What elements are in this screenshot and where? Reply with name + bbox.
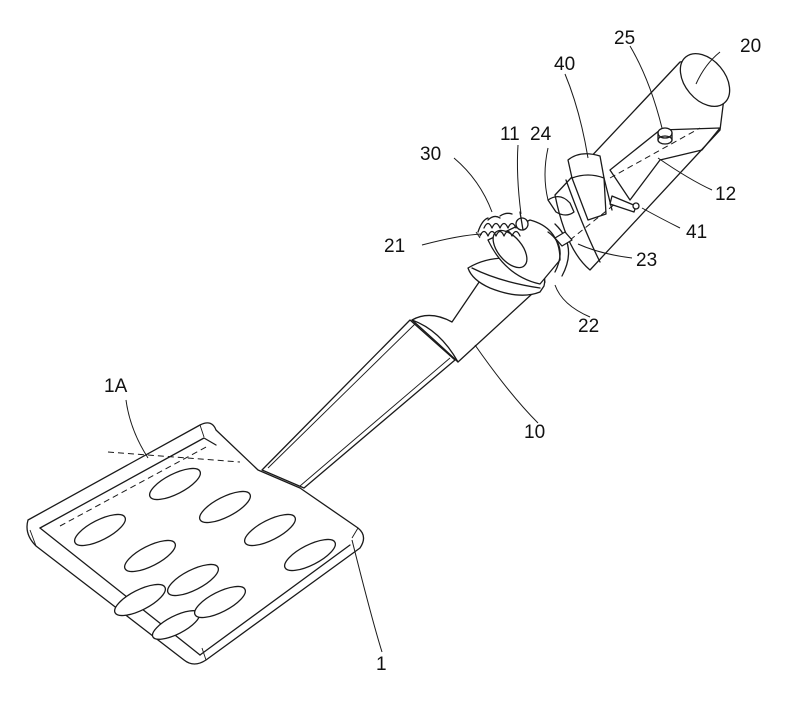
label-22: 22 bbox=[578, 316, 599, 337]
blade-holes bbox=[73, 467, 337, 640]
pin bbox=[515, 211, 529, 231]
reference-labels: 1 1A 10 11 12 20 21 22 23 24 25 30 40 41 bbox=[104, 28, 761, 675]
label-40: 40 bbox=[554, 54, 575, 75]
leader-lines bbox=[125, 45, 721, 653]
outer-tube bbox=[547, 53, 731, 271]
label-41: 41 bbox=[686, 222, 707, 243]
label-11: 11 bbox=[500, 124, 520, 145]
label-23: 23 bbox=[636, 250, 657, 271]
label-30: 30 bbox=[420, 144, 441, 165]
clip-band bbox=[567, 153, 640, 221]
spatula-blade bbox=[26, 422, 365, 665]
label-25: 25 bbox=[614, 28, 635, 49]
label-1a: 1A bbox=[104, 376, 128, 397]
label-12: 12 bbox=[715, 184, 736, 205]
spatula-neck bbox=[261, 319, 456, 489]
label-21: 21 bbox=[384, 236, 405, 257]
label-20: 20 bbox=[740, 36, 761, 57]
label-10: 10 bbox=[524, 422, 545, 443]
ring-assembly bbox=[487, 219, 570, 285]
label-1: 1 bbox=[376, 654, 387, 675]
label-24: 24 bbox=[530, 124, 552, 145]
